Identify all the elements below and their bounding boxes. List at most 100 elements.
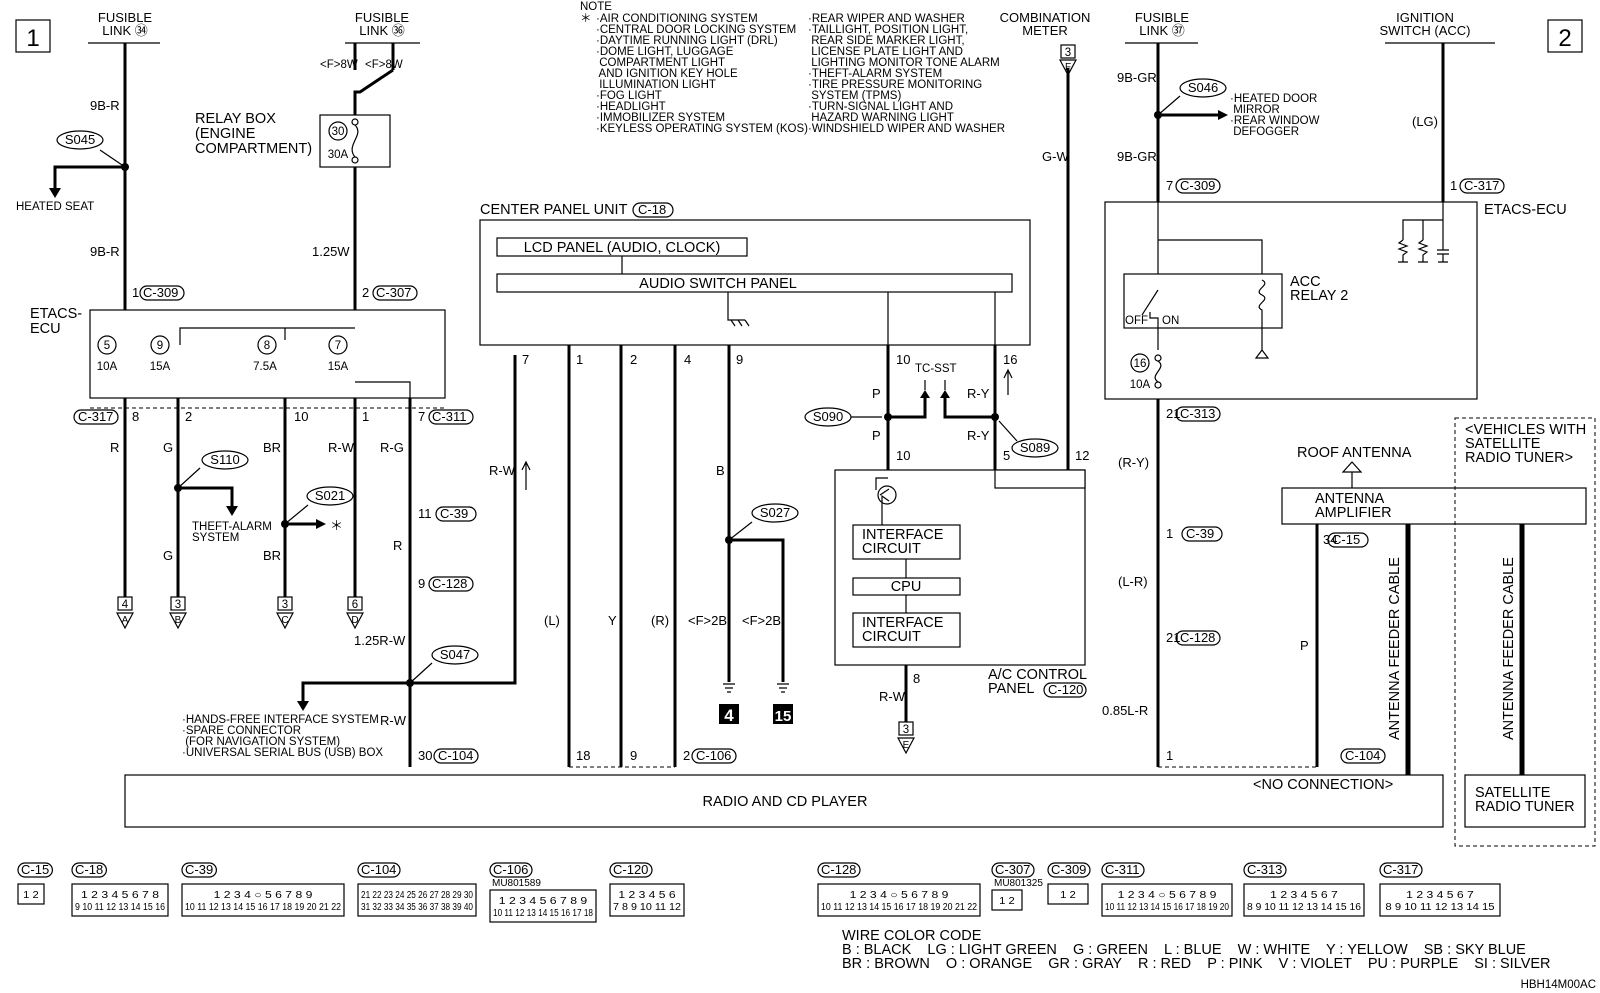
svg-text:Y: Y — [608, 613, 617, 628]
svg-text:C-39: C-39 — [185, 862, 213, 877]
svg-text:C-18: C-18 — [638, 202, 666, 217]
svg-text:<NO CONNECTION>: <NO CONNECTION> — [1253, 777, 1393, 793]
svg-text:9B-R: 9B-R — [90, 98, 120, 113]
svg-text:BR: BR — [263, 440, 281, 455]
svg-text:1: 1 — [26, 25, 39, 52]
terminal-e: 3 E — [897, 721, 915, 755]
svg-text:3: 3 — [282, 599, 288, 611]
svg-text:1: 1 — [1166, 748, 1173, 763]
svg-text:CPU: CPU — [891, 579, 922, 595]
svg-text:G-W: G-W — [1042, 149, 1069, 164]
svg-text:NOTE: NOTE — [580, 1, 612, 13]
antenna-feeder-cable-2: ANTENNA FEEDER CABLE — [1501, 557, 1517, 740]
svg-text:5: 5 — [1003, 448, 1010, 463]
radio-cd-player: RADIO AND CD PLAYER <NO CONNECTION> — [124, 774, 1444, 828]
svg-text:18: 18 — [576, 748, 590, 763]
svg-text:(R-Y): (R-Y) — [1118, 455, 1149, 470]
svg-text:34: 34 — [1323, 532, 1337, 547]
svg-text:S046: S046 — [1188, 80, 1218, 95]
svg-text:<F>8W: <F>8W — [320, 59, 358, 71]
terminal-f: 3 F — [1059, 44, 1077, 77]
svg-text:CENTER PANEL UNIT: CENTER PANEL UNIT — [480, 202, 628, 218]
svg-text:8 9 10 11 12 13 14 15 16: 8 9 10 11 12 13 14 15 16 — [1247, 902, 1361, 913]
svg-text:C-309: C-309 — [1051, 862, 1086, 877]
svg-text:C-317: C-317 — [1383, 862, 1418, 877]
svg-text:1 2 3 4 5 6 7 8: 1 2 3 4 5 6 7 8 — [81, 890, 160, 901]
svg-text:4: 4 — [684, 352, 691, 367]
svg-text:1 2: 1 2 — [1060, 890, 1076, 901]
svg-text:E: E — [903, 740, 910, 751]
svg-text:9: 9 — [630, 748, 637, 763]
heated-mirror-label: ·HEATED DOOR MIRROR·REAR WINDOW DEFOGGER — [1230, 93, 1320, 138]
svg-text:11: 11 — [418, 506, 432, 521]
conn-c104-right: C-104 — [1345, 748, 1380, 763]
svg-text:7: 7 — [418, 409, 425, 424]
svg-text:5: 5 — [104, 340, 110, 352]
conn-c104-left: C-104 — [438, 748, 473, 763]
svg-text:12: 12 — [1075, 448, 1089, 463]
svg-text:6: 6 — [352, 599, 358, 611]
svg-text:S090: S090 — [813, 409, 843, 424]
svg-text:R-W: R-W — [328, 440, 355, 455]
svg-text:7 8 9 10 11 12: 7 8 9 10 11 12 — [613, 902, 681, 913]
legend-c-309: C-309 1 2 — [1047, 862, 1091, 905]
svg-text:RADIO AND CD PLAYER: RADIO AND CD PLAYER — [703, 794, 868, 810]
svg-text:9: 9 — [157, 340, 163, 352]
svg-text:D: D — [351, 615, 358, 626]
svg-text:2: 2 — [185, 409, 192, 424]
antenna-feeder-cable-1: ANTENNA FEEDER CABLE — [1387, 557, 1403, 740]
svg-text:R-W: R-W — [489, 463, 516, 478]
conn-c39-left: C-39 — [440, 506, 468, 521]
svg-text:1: 1 — [132, 285, 139, 300]
conn-c309-right: C-309 — [1180, 178, 1215, 193]
svg-text:30: 30 — [332, 126, 345, 138]
svg-text:C-128: C-128 — [821, 862, 856, 877]
svg-text:10: 10 — [896, 352, 910, 367]
svg-text:C-15: C-15 — [21, 862, 49, 877]
svg-text:R-W: R-W — [380, 713, 407, 728]
svg-text:TC-SST: TC-SST — [915, 363, 957, 375]
svg-text:3: 3 — [175, 599, 181, 611]
svg-text:7: 7 — [335, 340, 341, 352]
svg-text:1.25W: 1.25W — [312, 244, 350, 259]
svg-text:(L): (L) — [544, 613, 560, 628]
svg-text:4: 4 — [122, 599, 129, 611]
svg-text:8 9 10 11 12 13 14 15: 8 9 10 11 12 13 14 15 — [1385, 902, 1495, 913]
terminal-a: 4 A — [116, 596, 134, 630]
splice-s027: S027 — [725, 503, 799, 544]
legend-c-15: C-151 2 — [17, 862, 54, 905]
svg-text:C: C — [281, 615, 288, 626]
svg-text:P: P — [1300, 638, 1309, 653]
svg-text:7: 7 — [1166, 178, 1173, 193]
svg-text:MU801325: MU801325 — [994, 878, 1043, 889]
etacs-ecu-left: ETACS-ECU 5 10A 9 15A 8 7.5A 7 15A — [30, 306, 446, 399]
svg-text:ETACS-ECU: ETACS-ECU — [30, 306, 82, 337]
svg-text:S045: S045 — [65, 132, 95, 147]
svg-text:(R): (R) — [651, 613, 669, 628]
svg-text:<F>2B: <F>2B — [742, 613, 781, 628]
svg-text:F: F — [1065, 62, 1071, 73]
legend-c-120: C-120MJ1 2 3 4 5 67 8 9 10 11 12 — [609, 862, 685, 917]
svg-text:15A: 15A — [150, 361, 171, 373]
svg-text:7: 7 — [522, 352, 529, 367]
svg-text:B: B — [175, 615, 182, 626]
svg-text:8: 8 — [264, 340, 270, 352]
splice-s047: S047 — [406, 645, 479, 687]
audio-switch-panel-label: AUDIO SWITCH PANEL — [639, 276, 797, 292]
conn-c39-right: C-39 — [1186, 526, 1214, 541]
svg-text:P: P — [872, 428, 881, 443]
conn-c313: C-313 — [1180, 406, 1215, 421]
svg-text:10: 10 — [294, 409, 308, 424]
svg-text:8: 8 — [132, 409, 139, 424]
